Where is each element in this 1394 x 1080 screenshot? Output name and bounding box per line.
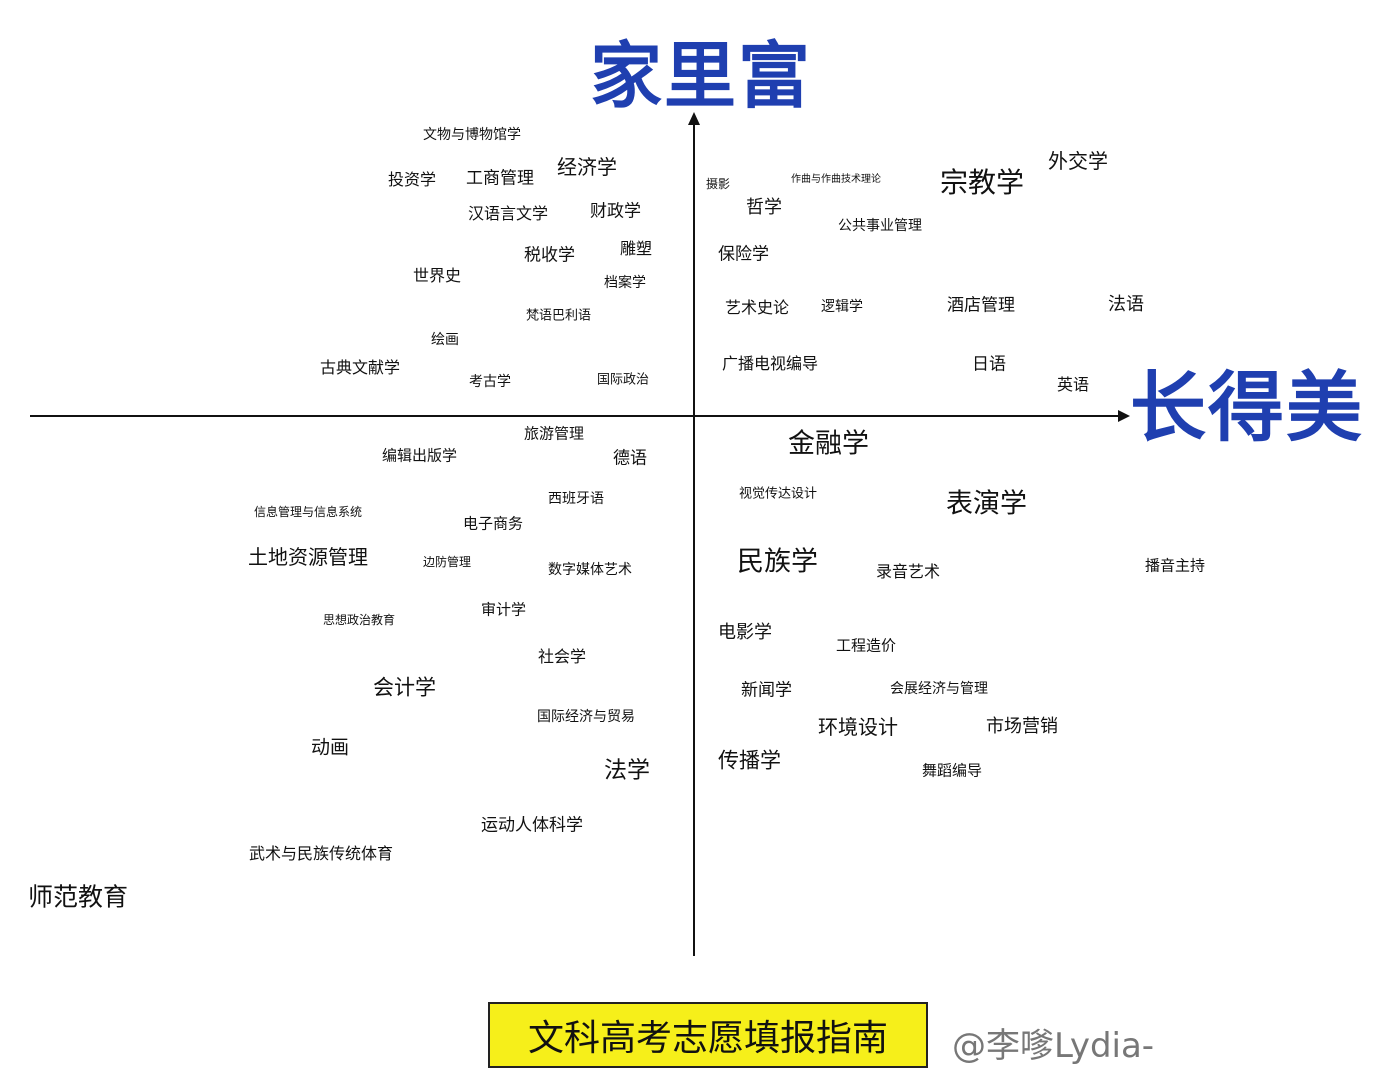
major-label: 日语 xyxy=(972,354,1006,375)
footer-banner: 文科高考志愿填报指南 xyxy=(488,1002,928,1068)
major-label: 工商管理 xyxy=(466,168,534,189)
major-label: 考古学 xyxy=(469,374,511,390)
major-label: 汉语言文学 xyxy=(468,204,549,223)
major-label: 税收学 xyxy=(524,245,575,266)
major-label: 档案学 xyxy=(604,275,646,291)
major-label: 信息管理与信息系统 xyxy=(254,505,363,519)
major-label: 保险学 xyxy=(718,244,769,265)
major-label: 旅游管理 xyxy=(524,424,585,443)
major-label: 经济学 xyxy=(557,155,617,179)
major-label: 市场营销 xyxy=(986,716,1058,737)
major-label: 法语 xyxy=(1108,294,1144,315)
major-label: 电影学 xyxy=(718,622,772,643)
x-axis-arrow-icon xyxy=(1118,410,1130,422)
major-label: 社会学 xyxy=(538,647,587,666)
major-label: 文物与博物馆学 xyxy=(423,127,521,143)
major-label: 艺术史论 xyxy=(725,298,790,317)
major-label: 民族学 xyxy=(737,546,818,578)
footer-title: 文科高考志愿填报指南 xyxy=(527,1018,888,1059)
y-axis-line xyxy=(693,124,695,956)
major-label: 财政学 xyxy=(590,201,641,222)
major-label: 摄影 xyxy=(706,177,731,191)
major-label: 酒店管理 xyxy=(947,295,1015,316)
major-label: 运动人体科学 xyxy=(481,815,583,836)
major-label: 思想政治教育 xyxy=(323,613,396,627)
major-label: 会展经济与管理 xyxy=(890,681,988,697)
major-label: 英语 xyxy=(1057,375,1090,394)
major-label: 工程造价 xyxy=(836,636,897,655)
major-label: 宗教学 xyxy=(940,166,1025,199)
major-label: 师范教育 xyxy=(28,882,129,912)
major-label: 投资学 xyxy=(388,170,437,189)
x-axis-title: 长得美 xyxy=(1130,363,1364,452)
major-label: 雕塑 xyxy=(620,239,653,258)
major-label: 梵语巴利语 xyxy=(526,308,592,324)
major-label: 审计学 xyxy=(481,600,527,619)
major-label: 作曲与作曲技术理论 xyxy=(791,174,881,185)
major-label: 会计学 xyxy=(373,675,436,700)
major-label: 编辑出版学 xyxy=(382,446,458,465)
watermark: @李嗲Lydia- xyxy=(952,1026,1155,1066)
major-label: 哲学 xyxy=(746,197,782,218)
major-label: 古典文献学 xyxy=(320,358,401,377)
major-label: 世界史 xyxy=(413,266,462,285)
major-label: 数字媒体艺术 xyxy=(548,562,632,578)
major-label: 绘画 xyxy=(431,332,459,348)
major-label: 边防管理 xyxy=(423,555,472,569)
major-label: 环境设计 xyxy=(818,715,898,739)
major-label: 电子商务 xyxy=(463,514,524,533)
major-label: 播音主持 xyxy=(1145,556,1206,575)
major-label: 舞蹈编导 xyxy=(922,761,983,780)
major-label: 法学 xyxy=(604,757,650,784)
major-label: 外交学 xyxy=(1048,149,1108,173)
major-label: 逻辑学 xyxy=(821,299,863,315)
x-axis-line xyxy=(30,415,1120,417)
major-label: 国际政治 xyxy=(597,372,650,388)
major-label: 录音艺术 xyxy=(876,562,941,581)
major-label: 表演学 xyxy=(946,488,1027,520)
y-axis-title: 家里富 xyxy=(590,34,813,118)
major-label: 国际经济与贸易 xyxy=(537,709,635,725)
major-label: 金融学 xyxy=(788,428,869,460)
major-label: 动画 xyxy=(311,736,350,759)
major-label: 广播电视编导 xyxy=(722,354,819,373)
major-label: 德语 xyxy=(613,448,647,469)
major-label: 西班牙语 xyxy=(548,491,604,507)
major-label: 传播学 xyxy=(718,748,781,773)
major-label: 土地资源管理 xyxy=(248,545,368,569)
major-label: 公共事业管理 xyxy=(838,218,922,234)
major-label: 视觉传达设计 xyxy=(739,486,818,502)
major-label: 武术与民族传统体育 xyxy=(249,844,394,863)
major-label: 新闻学 xyxy=(741,680,792,701)
y-axis-arrow-icon xyxy=(688,112,700,125)
